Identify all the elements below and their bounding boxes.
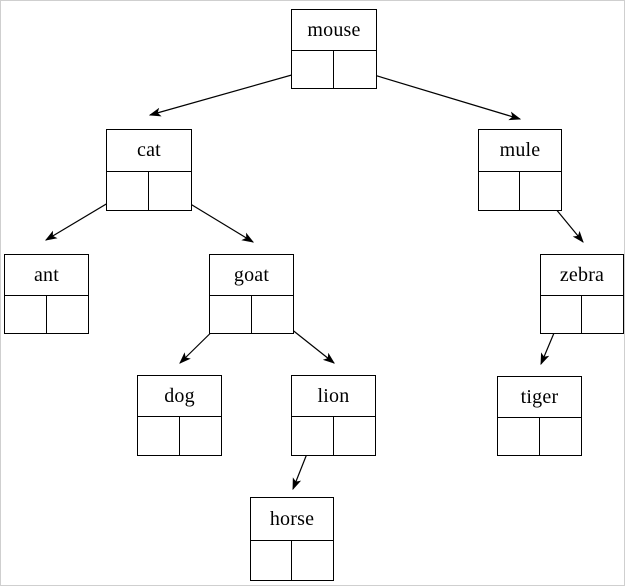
left-pointer-cell [107, 171, 149, 210]
edge-mouse-to-cat [148, 68, 314, 117]
tree-node-dog: dog [137, 375, 222, 456]
node-pointer-fields [292, 417, 375, 455]
node-label: ant [5, 255, 88, 296]
left-pointer-cell [138, 417, 180, 455]
right-pointer-cell [149, 172, 191, 210]
left-pointer-cell [541, 295, 582, 333]
right-pointer-cell [252, 296, 294, 333]
tree-node-zebra: zebra [540, 254, 624, 334]
node-pointer-fields [498, 417, 582, 455]
right-pointer-cell [520, 172, 561, 210]
node-pointer-fields [107, 171, 191, 210]
tree-node-ant: ant [4, 254, 89, 334]
node-label: goat [210, 255, 293, 296]
right-pointer-cell [292, 541, 333, 580]
right-pointer-cell [582, 296, 623, 333]
left-pointer-cell [5, 295, 47, 333]
tree-node-tiger: tiger [497, 376, 582, 456]
node-pointer-fields [210, 295, 294, 333]
left-pointer-cell [498, 417, 540, 455]
node-pointer-fields [5, 295, 89, 333]
left-pointer-cell [292, 417, 334, 455]
node-label: cat [107, 130, 191, 172]
node-pointer-fields [479, 171, 561, 210]
node-label: tiger [498, 377, 581, 418]
tree-node-goat: goat [209, 254, 294, 334]
right-pointer-cell [47, 296, 89, 333]
node-label: mule [479, 130, 561, 172]
right-pointer-cell [540, 418, 582, 455]
tree-node-cat: cat [106, 129, 192, 211]
tree-node-mule: mule [478, 129, 562, 211]
right-pointer-cell [180, 417, 222, 455]
tree-node-lion: lion [291, 375, 376, 456]
node-label: horse [251, 498, 333, 541]
edge-mouse-to-mule [353, 68, 522, 121]
left-pointer-cell [210, 295, 252, 333]
node-label: lion [292, 376, 375, 418]
node-pointer-fields [251, 540, 333, 580]
node-pointer-fields [292, 50, 376, 88]
left-pointer-cell [479, 171, 520, 210]
tree-node-mouse: mouse [291, 9, 377, 89]
right-pointer-cell [334, 51, 376, 88]
node-label: mouse [292, 10, 376, 51]
left-pointer-cell [251, 540, 292, 580]
left-pointer-cell [292, 50, 334, 88]
node-label: zebra [541, 255, 623, 296]
right-pointer-cell [334, 417, 376, 455]
tree-node-horse: horse [250, 497, 334, 581]
node-pointer-fields [138, 417, 221, 455]
node-pointer-fields [541, 295, 623, 333]
node-label: dog [138, 376, 221, 418]
